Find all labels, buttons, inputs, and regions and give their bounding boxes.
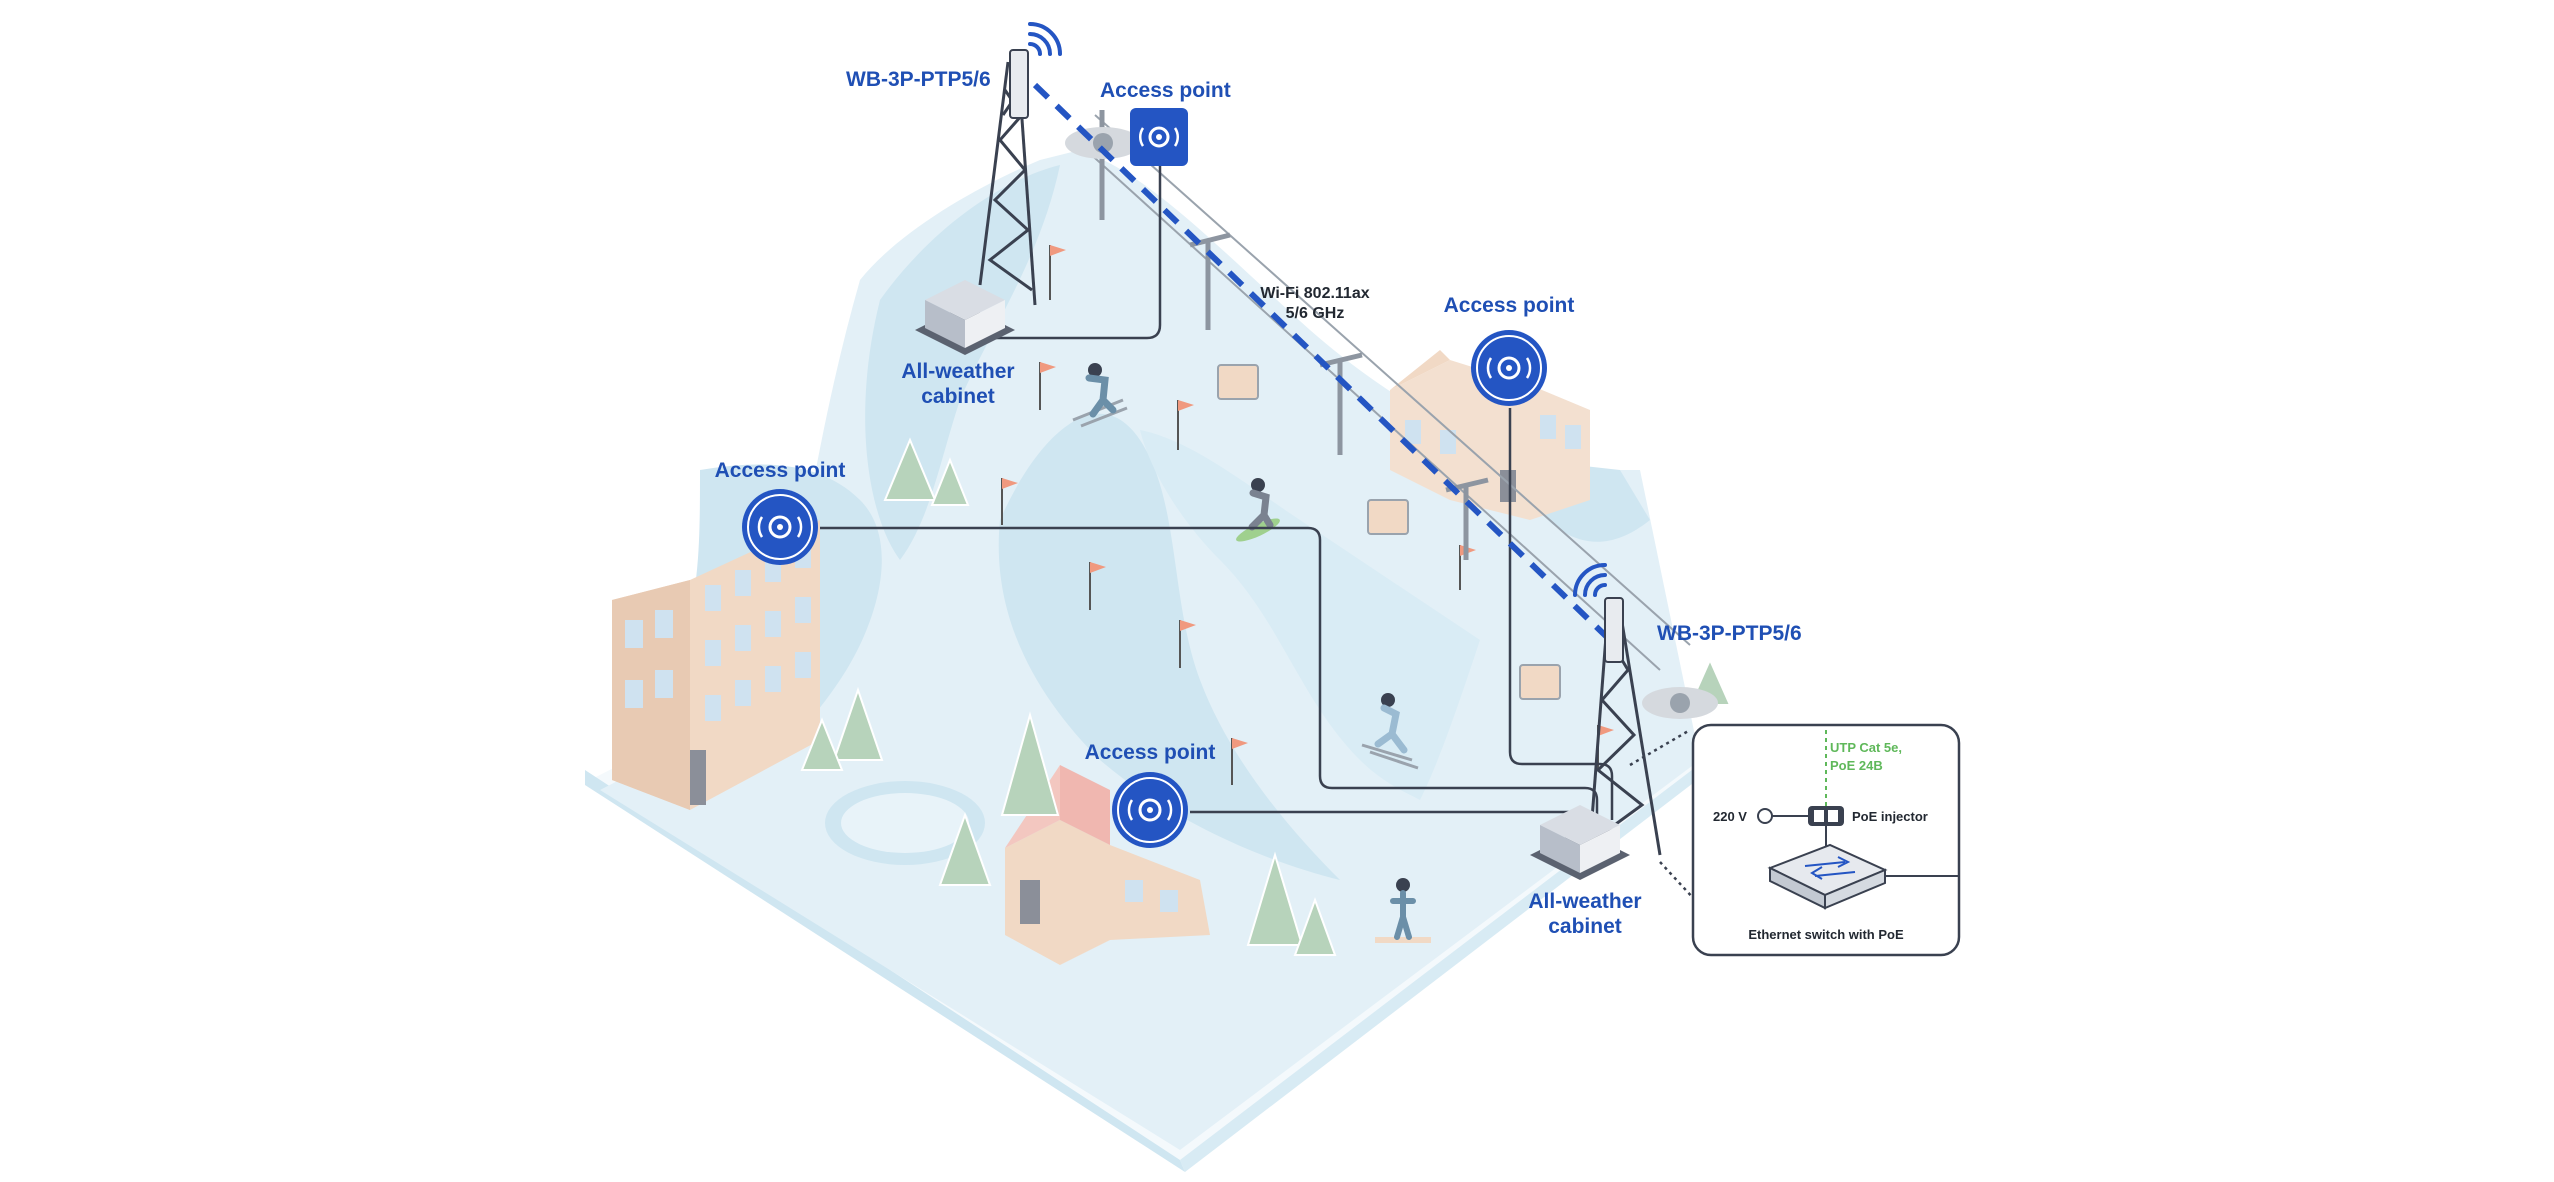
tree-icon: [1246, 851, 1304, 946]
bridge-bottom-label: WB-3P-PTP5/6: [1657, 622, 1802, 645]
wifi-label: Wi-Fi 802.11ax: [1260, 285, 1369, 302]
chairlift-icon: [1217, 364, 1561, 700]
flag-icon: [1089, 562, 1106, 610]
poe-injector-icon: [1808, 806, 1844, 826]
tree-icon: [883, 437, 937, 501]
cabinet-bottom-label-2: cabinet: [1548, 915, 1622, 938]
tree-icon: [832, 686, 884, 761]
tree-icon: [1000, 711, 1060, 816]
ap-bottom-label: Access point: [1085, 741, 1216, 764]
cabinet-top-label: All-weather: [901, 360, 1014, 383]
people: [1072, 363, 1431, 943]
cable-label: UTP Cat 5e,: [1830, 740, 1902, 755]
access-point-top: [1130, 108, 1188, 166]
cabinet-icon: [1540, 805, 1620, 873]
tree-icon: [1293, 897, 1337, 956]
flag-icon: [1231, 738, 1248, 785]
power-outlet-icon: [1757, 808, 1773, 824]
mountain-slopes: [600, 150, 1700, 1150]
access-point-right: [1471, 330, 1547, 406]
switch-label: Ethernet switch with PoE: [1748, 927, 1904, 942]
hotel-building-left: [612, 520, 820, 810]
bridge-top-label: WB-3P-PTP5/6: [846, 68, 991, 91]
ap-left-label: Access point: [715, 459, 846, 482]
tree-icon: [930, 457, 970, 506]
ap-top-label: Access point: [1100, 79, 1231, 102]
diagram-labels: WB-3P-PTP5/6 Access point All-weather ca…: [715, 68, 1802, 938]
cable-label-2: PoE 24В: [1830, 758, 1883, 773]
person-standing-icon: [1375, 878, 1431, 943]
skier-icon: [1072, 363, 1128, 428]
skier-icon: [1361, 693, 1419, 770]
injector-label: PoE injector: [1852, 809, 1928, 824]
signal-icon: [1028, 22, 1062, 56]
bridge-radio: [1009, 49, 1029, 119]
cabinet-bottom-label: All-weather: [1528, 890, 1641, 913]
flag-icon: [1177, 400, 1194, 450]
cabinet-icon: [925, 280, 1005, 348]
wireless-bridge-link: [1032, 82, 1613, 643]
ap-right-label: Access point: [1444, 294, 1575, 317]
flag-icon: [1049, 245, 1066, 300]
trees: [800, 437, 1732, 956]
bridge-radio: [1604, 597, 1624, 663]
cabinet-top: [915, 280, 1015, 355]
cabinet-top-label-2: cabinet: [921, 385, 995, 408]
chalet-right: [1390, 350, 1590, 520]
cabinet-bottom: [1530, 805, 1630, 880]
cabinet-inset: UTP Cat 5e, PoE 24В 220 V PoE injector E…: [1691, 723, 1961, 957]
tower-top: [978, 22, 1062, 306]
flag-icon: [1179, 620, 1196, 668]
access-point-left: [742, 489, 818, 565]
flag-icon: [1001, 478, 1018, 525]
tree-icon: [938, 812, 992, 886]
power-label: 220 V: [1713, 809, 1747, 824]
ethernet-switch-icon: [1767, 843, 1888, 910]
access-point-bottom: [1112, 772, 1188, 848]
tree-icon: [800, 717, 844, 771]
wifi-label-2: 5/6 GHz: [1286, 305, 1345, 322]
flag-icon: [1039, 362, 1056, 410]
network-wiring: [820, 165, 1696, 901]
tower-bottom: [1573, 563, 1662, 856]
snowboarder-icon: [1236, 478, 1280, 542]
signal-icon: [1573, 563, 1607, 597]
